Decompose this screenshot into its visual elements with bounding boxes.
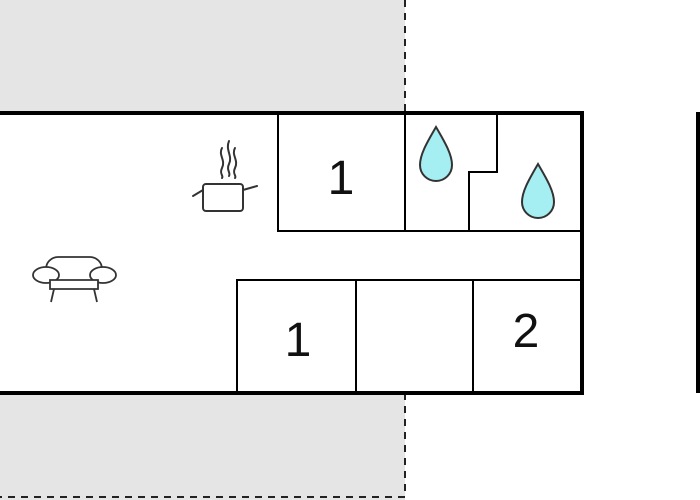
sofa-leg-right bbox=[93, 288, 98, 303]
sofa-icon bbox=[32, 256, 117, 303]
outer-wall bbox=[0, 111, 584, 395]
sofa-leg-left bbox=[50, 288, 55, 303]
terrace-area bbox=[0, 0, 406, 500]
room-label-bedroom-bottom-right: 2 bbox=[513, 305, 540, 358]
kitchen-pot-icon bbox=[192, 140, 258, 212]
room-label-bedroom-bottom-left: 1 bbox=[285, 314, 312, 367]
pot-handle-left bbox=[192, 189, 204, 197]
sofa-seat bbox=[49, 279, 99, 290]
water-drop-icon bbox=[418, 125, 454, 182]
terrace-boundary bbox=[0, 0, 406, 498]
steam-line bbox=[219, 147, 225, 179]
sofa-arm-left bbox=[32, 266, 60, 284]
neighbour-wall bbox=[696, 112, 700, 393]
pot-handle-right bbox=[242, 185, 258, 191]
steam-line bbox=[226, 140, 232, 177]
terrace-top bbox=[0, 0, 405, 113]
terrace-bottom bbox=[0, 393, 405, 500]
top-room-walls bbox=[277, 113, 580, 232]
bottom-rooms-walls bbox=[236, 279, 580, 393]
interior-walls bbox=[236, 113, 580, 393]
room-label-bedroom-top: 1 bbox=[328, 152, 355, 205]
steam-line bbox=[232, 147, 238, 179]
sofa-arm-right bbox=[89, 266, 117, 284]
water-drop-icon bbox=[520, 162, 556, 219]
bathroom-step-wall bbox=[468, 113, 498, 231]
pot-body bbox=[202, 183, 244, 212]
